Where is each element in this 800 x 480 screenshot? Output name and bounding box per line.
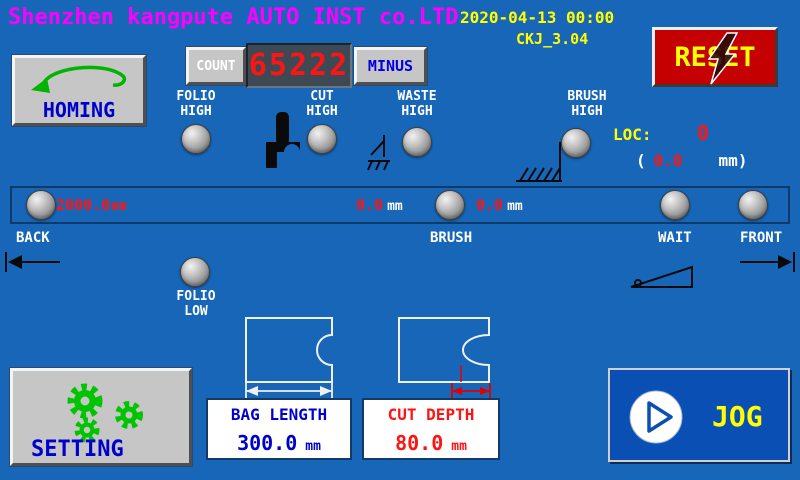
- count-button[interactable]: COUNT: [186, 47, 246, 85]
- loc-offset-value: 0.0: [653, 151, 683, 170]
- brush-lamp: [435, 190, 465, 220]
- back-limit-arrow-icon: [5, 252, 60, 272]
- cutter-tool-icon: [266, 112, 300, 168]
- cut-depth-unit: mm: [451, 439, 467, 454]
- count-label: COUNT: [196, 58, 236, 74]
- bag-cut-diagram: [398, 317, 490, 383]
- loc-offset-open: (: [636, 151, 646, 170]
- setting-label: SETTING: [31, 437, 124, 462]
- bag-length-readout: 300.0 mm: [208, 431, 350, 455]
- bag-length-title: BAG LENGTH: [230, 405, 328, 424]
- loc-offset-readout: (0.0 mm): [636, 151, 747, 170]
- folio-high-label: FOLIO HIGH: [176, 89, 216, 119]
- position-readout: 2000.0mm: [56, 196, 127, 214]
- brush-label: BRUSH: [430, 230, 473, 246]
- cut-depth-value: 80.0: [395, 431, 444, 455]
- cut-high-label: CUT HIGH: [306, 89, 338, 119]
- front-lamp: [738, 190, 768, 220]
- brush-hatch-icon: [516, 142, 562, 182]
- wait-unit: mm: [507, 199, 523, 214]
- back-label: BACK: [16, 230, 50, 246]
- waste-high-lamp: [402, 127, 432, 157]
- waste-high-label: WASTE HIGH: [397, 89, 437, 119]
- jog-button-panel[interactable]: JOG: [608, 368, 790, 462]
- brush-unit: mm: [387, 199, 403, 214]
- waste-scraper-icon: [367, 135, 390, 171]
- minus-button[interactable]: MINUS: [354, 47, 427, 85]
- cut-depth-title: CUT DEPTH: [387, 405, 475, 424]
- front-label: FRONT: [740, 230, 783, 246]
- front-limit-arrow-icon: [740, 252, 795, 272]
- cut-high-lamp: [307, 124, 337, 154]
- loc-value: 0: [697, 121, 710, 145]
- bag-length-value: 300.0: [237, 431, 298, 455]
- wait-lamp: [660, 190, 690, 220]
- play-circle-icon: [629, 390, 683, 444]
- gears-icon: [67, 383, 143, 443]
- minus-label: MINUS: [367, 57, 414, 75]
- cut-depth-panel[interactable]: CUT DEPTH 80.0 mm: [362, 398, 500, 460]
- datetime-label: 2020-04-13 00:00: [460, 8, 615, 27]
- folio-low-label: FOLIO LOW: [176, 289, 216, 319]
- wedge-pedal-icon: [630, 265, 693, 288]
- loc-label: LOC:: [613, 125, 652, 144]
- folio-high-lamp: [181, 124, 211, 154]
- wait-label: WAIT: [658, 230, 692, 246]
- brush-high-label: BRUSH HIGH: [567, 89, 607, 119]
- play-button[interactable]: [628, 389, 684, 445]
- folio-low-lamp: [180, 257, 210, 287]
- homing-label: HOMING: [42, 98, 116, 122]
- version-label: CKJ_3.04: [516, 30, 589, 48]
- reset-button[interactable]: RESET: [652, 27, 778, 87]
- jog-label: JOG: [712, 400, 763, 433]
- count-display: 65222: [246, 43, 352, 88]
- brush-value: 0.0: [356, 196, 384, 214]
- cut-depth-dimension-icon: [451, 383, 491, 399]
- wait-value: 0.0: [476, 196, 504, 214]
- back-lamp: [26, 190, 56, 220]
- bag-length-panel[interactable]: BAG LENGTH 300.0 mm: [206, 398, 352, 460]
- position-unit: mm: [111, 199, 127, 214]
- curved-arrow-icon: [31, 65, 127, 93]
- lightning-bolt-icon: [707, 32, 739, 85]
- bag-length-unit: mm: [305, 439, 321, 454]
- homing-button[interactable]: HOMING: [12, 55, 146, 126]
- setting-button[interactable]: SETTING: [10, 368, 192, 466]
- cut-depth-readout: 80.0 mm: [364, 431, 498, 455]
- position-value: 2000.0: [56, 196, 111, 214]
- bag-outline-diagram: [245, 317, 333, 383]
- loc-offset-unit: mm): [718, 151, 748, 170]
- bag-length-dimension-icon: [245, 383, 333, 399]
- count-value: 65222: [248, 48, 350, 83]
- company-title: Shenzhen kangpute AUTO INST co.LTD: [8, 5, 459, 30]
- brush-high-lamp: [561, 128, 591, 158]
